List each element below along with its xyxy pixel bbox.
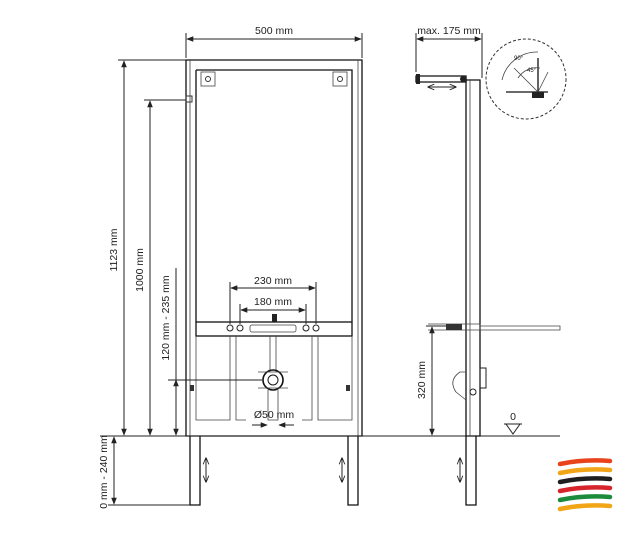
height-1000-dimension: 1000 mm — [134, 99, 186, 436]
logo-stripe — [557, 458, 613, 467]
leg-height-label: 0 mm - 240 mm — [98, 435, 110, 509]
leg-height-dimension: 0 mm - 240 mm — [98, 435, 190, 509]
logo-stripe — [557, 476, 613, 485]
side-frame — [415, 74, 561, 506]
total-height-dimension: 1123 mm — [108, 59, 186, 436]
angle-b-label: 45° — [527, 68, 537, 74]
lower-supports — [190, 336, 353, 421]
width-dimension: 500 mm — [185, 25, 363, 58]
brand-logo — [557, 458, 613, 512]
width-label: 500 mm — [255, 25, 293, 37]
side-view: max. 175 mm 320 mm 0 90° 45° — [415, 25, 567, 506]
floor-marker-label: 0 — [510, 411, 516, 423]
mounting-crossbar — [195, 314, 353, 337]
logo-stripe — [557, 485, 613, 494]
drain-height-label: 120 mm - 235 mm — [160, 275, 172, 360]
floor-marker: 0 — [504, 411, 522, 435]
drain-diameter-dimension: Ø50 mm — [252, 409, 295, 428]
logo-stripe — [557, 503, 613, 512]
drain-pipe — [258, 336, 288, 421]
depth-dimension: max. 175 mm — [415, 25, 483, 78]
spacing-230-dimension: 230 mm — [229, 275, 317, 324]
logo-stripe — [557, 494, 613, 503]
spacing-180-label: 180 mm — [254, 296, 292, 308]
frame-legs — [189, 436, 359, 506]
angle-a-label: 90° — [514, 56, 524, 62]
drain-diameter-label: Ø50 mm — [254, 409, 295, 421]
spacing-180-dimension: 180 mm — [239, 296, 307, 324]
total-height-label: 1123 mm — [108, 228, 120, 271]
height-1000-label: 1000 mm — [134, 248, 146, 292]
logo-stripe — [557, 467, 613, 476]
height-320-label: 320 mm — [416, 361, 428, 399]
depth-label: max. 175 mm — [417, 25, 481, 37]
spacing-230-label: 230 mm — [254, 275, 292, 287]
angle-detail: 90° 45° — [485, 38, 567, 120]
height-320-dimension: 320 mm — [416, 325, 446, 436]
front-view: 500 mm 1123 mm 1000 mm 120 mm - 235 mm 0… — [98, 25, 560, 509]
drain-height-dimension: 120 mm - 235 mm — [160, 268, 262, 436]
